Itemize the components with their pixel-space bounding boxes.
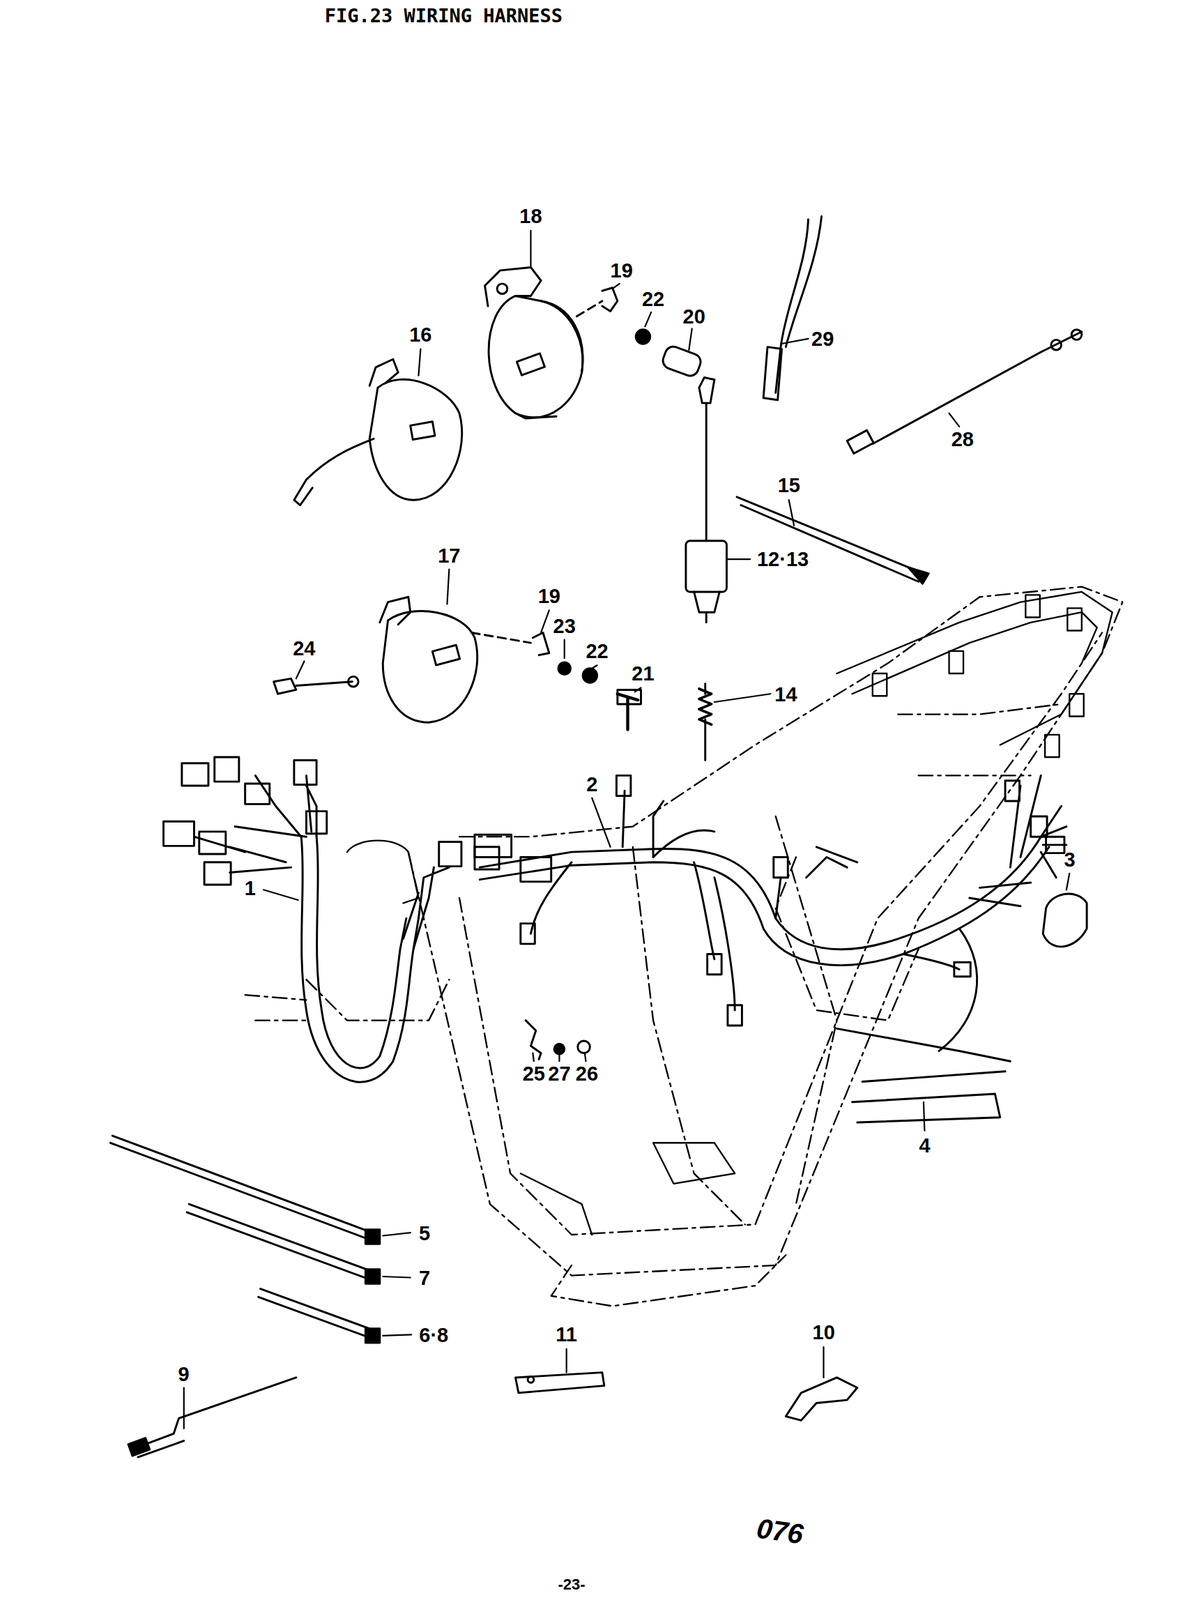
- callout-number: 11: [555, 1323, 578, 1344]
- callout-number: 19: [538, 586, 561, 607]
- callout-number: 23: [553, 615, 576, 636]
- frame-outline: [245, 586, 1123, 1307]
- callout-number: 19: [610, 260, 633, 281]
- callout-number: 21: [631, 663, 654, 684]
- callout-number: 27: [547, 1063, 571, 1084]
- callout-number: -23-: [557, 1576, 585, 1593]
- horn: [294, 358, 463, 505]
- callout-number: 14: [774, 683, 797, 705]
- callout-number: 22: [641, 289, 665, 310]
- callout-number: 076: [754, 1514, 806, 1549]
- horn: [485, 266, 583, 419]
- callout-number: 3: [1063, 849, 1075, 870]
- callout-number: 4: [919, 1134, 931, 1156]
- callout-number: 17: [437, 545, 461, 566]
- callout-number: 29: [811, 329, 834, 350]
- callout-number: 1: [244, 877, 256, 898]
- callout-number: 26: [575, 1063, 599, 1084]
- callout-number: 2: [586, 773, 598, 794]
- callout-number: 22: [585, 641, 608, 662]
- callout-number: 20: [683, 306, 706, 327]
- callout-number: 9: [177, 1363, 189, 1384]
- harness-main-2: [474, 775, 1067, 1051]
- callout-number: 16: [409, 324, 432, 346]
- callout-number: 15: [777, 474, 801, 495]
- callout-number: 25: [522, 1063, 546, 1084]
- leader-lines: [184, 230, 1070, 1429]
- callout-number: 7: [418, 1267, 431, 1289]
- callout-number: 28: [951, 428, 974, 449]
- figure-title: FIG.23 WIRING HARNESS: [324, 6, 563, 26]
- callout-number: 6·8: [418, 1325, 449, 1346]
- harness-main: [163, 757, 500, 1082]
- callout-number: 12·13: [757, 549, 809, 570]
- cable-ties: [110, 1135, 857, 1457]
- hardware: [471, 287, 704, 1060]
- callout-number: 5: [418, 1222, 431, 1243]
- callout-number: 18: [519, 206, 542, 227]
- callout-number: 24: [292, 637, 316, 659]
- parts: [273, 329, 1088, 1123]
- frame-tubes: [347, 591, 1113, 1235]
- relay: [685, 216, 822, 760]
- horn: [379, 596, 478, 723]
- callout-number: 10: [812, 1321, 836, 1342]
